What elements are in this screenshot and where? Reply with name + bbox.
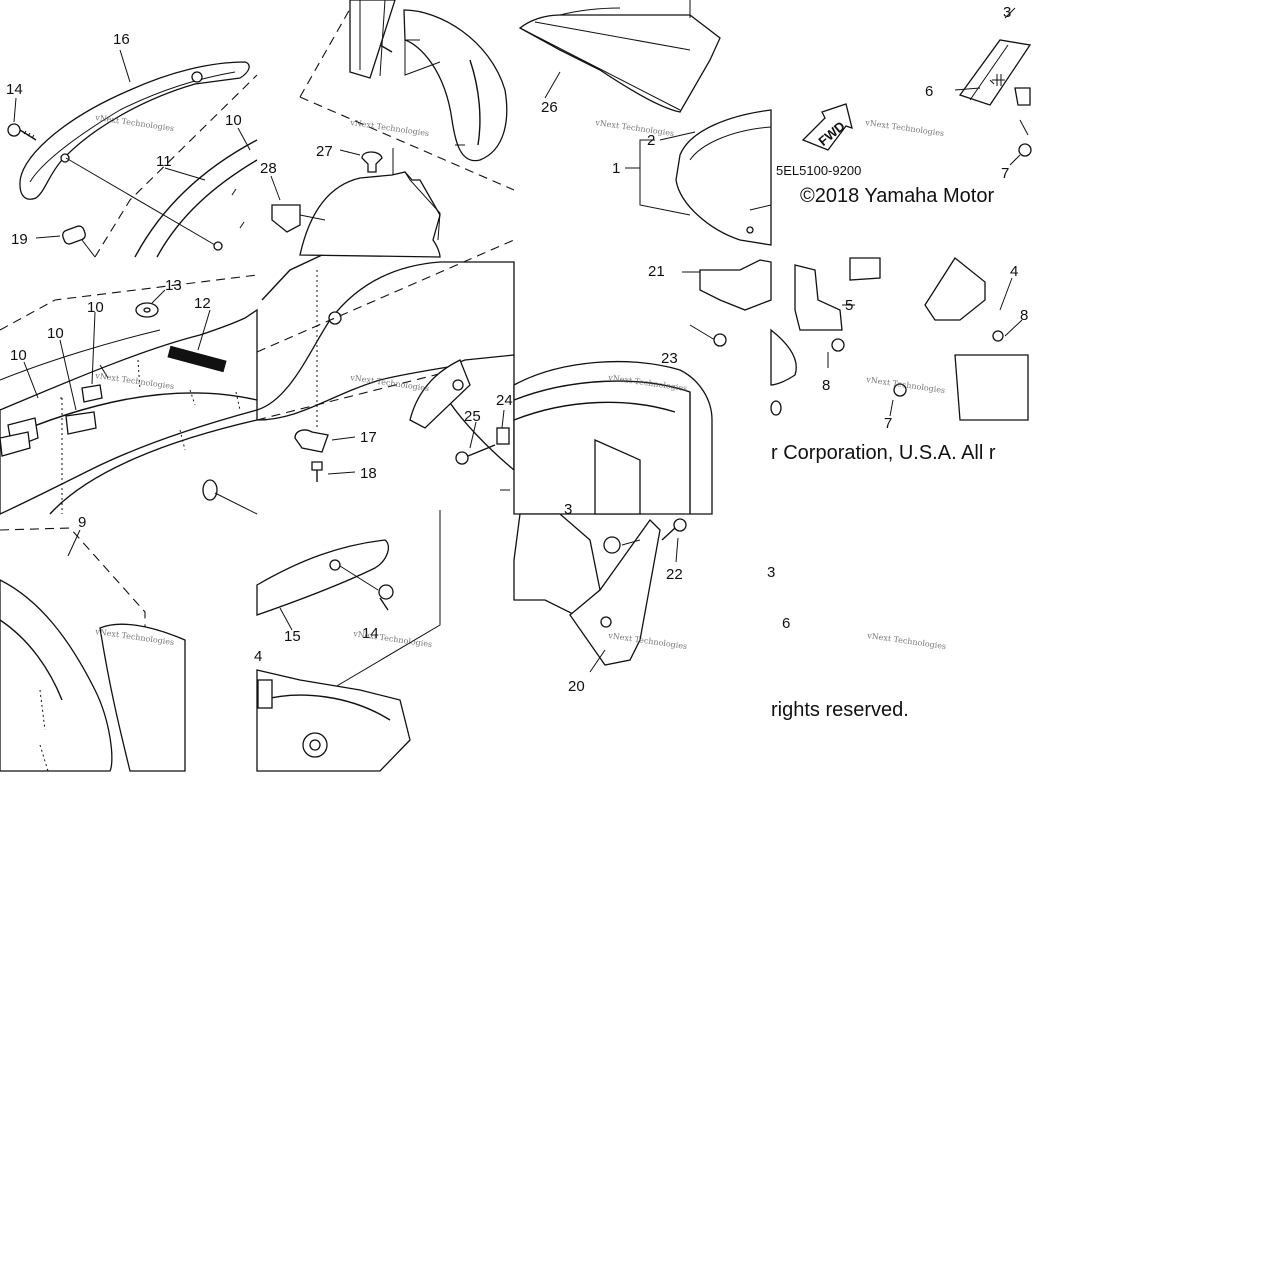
callout-27: 27 [316, 143, 333, 160]
grab-bar-part [19, 61, 250, 200]
tile-rear-grab-bar [7, 49, 258, 258]
callout-18: 18 [360, 465, 377, 482]
tile-reflector-bracket [770, 257, 1029, 421]
callout-16: 16 [113, 31, 130, 48]
watermark-text: vNext Technologies [866, 631, 947, 651]
callout-20: 20 [568, 678, 585, 695]
watermark-text: vNext Technologies [594, 118, 675, 138]
callout-24: 24 [496, 392, 513, 409]
copyright-line-3: rights reserved. [771, 699, 909, 721]
tile-fender-center [202, 239, 515, 515]
callout-23: 23 [661, 350, 678, 367]
callout-19: 19 [11, 231, 28, 248]
callout-4: 4 [254, 648, 262, 665]
copyright-line-2: r Corporation, U.S.A. All r [771, 442, 996, 464]
callout-26: 26 [541, 99, 558, 116]
callout-14: 14 [6, 81, 23, 98]
watermark-text: vNext Technologies [864, 118, 945, 138]
callout-25: 25 [464, 408, 481, 425]
callout-15: 15 [284, 628, 301, 645]
callout-14: 14 [362, 625, 379, 642]
callout-13: 13 [165, 277, 182, 294]
tile-seat [518, 0, 772, 246]
callout-7: 7 [1001, 165, 1009, 182]
tile-license-plate [513, 513, 687, 673]
callout-1: 1 [612, 160, 620, 177]
callout-21: 21 [648, 263, 665, 280]
callout-8: 8 [822, 377, 830, 394]
tile-trim-bar [256, 510, 441, 772]
fwd-arrow-icon [801, 103, 853, 151]
callout-2: 2 [647, 132, 655, 149]
callout-10: 10 [47, 325, 64, 342]
callout-9: 9 [78, 514, 86, 531]
callout-28: 28 [260, 160, 277, 177]
copyright-line-1: ©2018 Yamaha Motor [800, 185, 994, 207]
callout-12: 12 [194, 295, 211, 312]
callout-5: 5 [845, 297, 853, 314]
callout-11: 11 [156, 153, 172, 170]
callout-17: 17 [360, 429, 377, 446]
callout-6: 6 [782, 615, 790, 632]
callout-10: 10 [87, 299, 104, 316]
watermark-text: vNext Technologies [94, 113, 175, 133]
tile-saddlebag-lid [0, 527, 186, 772]
tile-license-bracket [513, 259, 772, 515]
callout-6: 6 [925, 83, 933, 100]
callout-10: 10 [10, 347, 27, 364]
diagram-code: 5EL5100-9200 [776, 163, 861, 178]
callout-22: 22 [666, 566, 683, 583]
callout-7: 7 [884, 415, 892, 432]
tile-rear-fender [0, 274, 258, 515]
callout-3: 3 [767, 564, 775, 581]
watermark-text: vNext Technologies [352, 629, 433, 649]
callout-3: 3 [564, 501, 572, 518]
watermark-text: vNext Technologies [349, 118, 430, 138]
callout-4: 4 [1010, 263, 1018, 280]
callout-8: 8 [1020, 307, 1028, 324]
tile-fender-cover [270, 0, 515, 258]
callout-10: 10 [225, 112, 242, 129]
tile-reflector-fwd [801, 7, 1032, 166]
callout-3: 3 [1003, 4, 1011, 21]
